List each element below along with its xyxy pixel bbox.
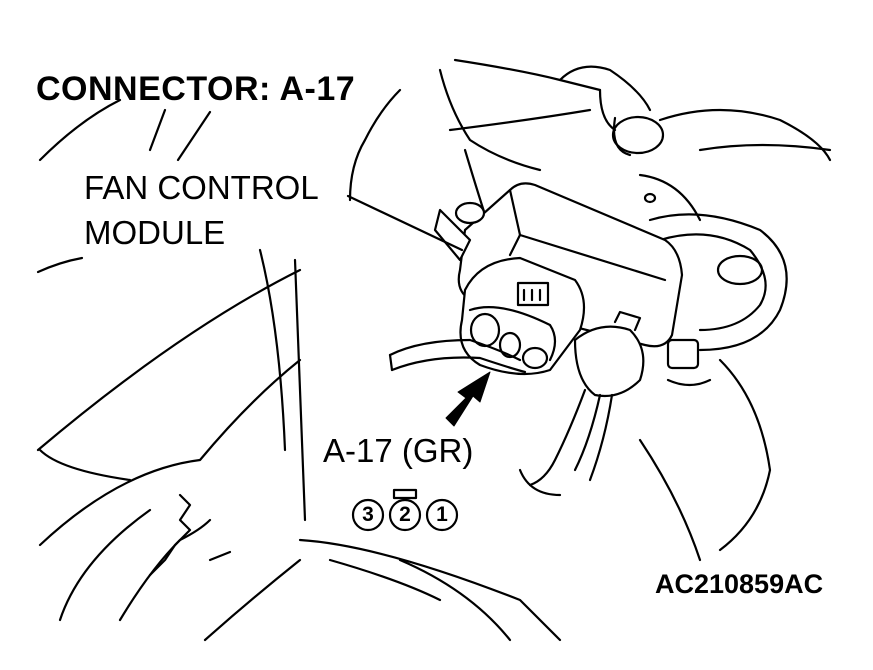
component-label-line1: FAN CONTROL <box>84 169 319 206</box>
module-leader-line <box>346 194 464 252</box>
component-label-line2: MODULE <box>84 214 226 251</box>
pin-1-label: 1 <box>436 503 448 526</box>
connector-pin-diagram <box>351 488 459 532</box>
connector-a17-drawing <box>388 256 712 497</box>
right-pulley <box>638 213 788 562</box>
figure-code: AC210859AC <box>655 569 824 599</box>
pin-1-circle <box>425 498 459 532</box>
pin-3-label: 3 <box>362 503 374 526</box>
pin-3-circle <box>351 498 385 532</box>
connector-arrow <box>445 371 491 427</box>
upper-components <box>348 58 832 232</box>
connector-title: CONNECTOR: A-17 <box>36 70 356 108</box>
pin-2-circle <box>388 498 422 532</box>
connector-name-label: A-17 (GR) <box>323 432 474 469</box>
background-lines <box>36 98 562 642</box>
pin-2-label: 2 <box>399 503 411 526</box>
